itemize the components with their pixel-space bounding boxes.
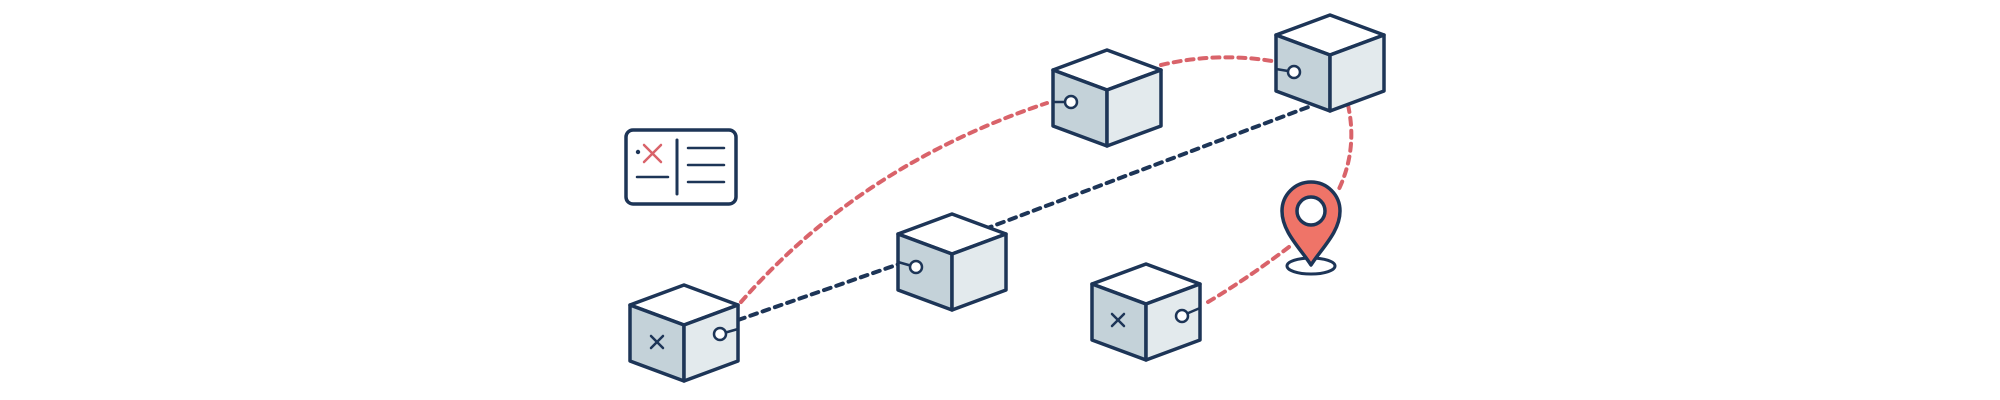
shipping-label-icon: [624, 128, 738, 206]
route-lines: [736, 55, 1354, 322]
route-far-right-pin: [1336, 103, 1354, 193]
package-node-destination[interactable]: [1090, 262, 1202, 362]
package-node-hub[interactable]: [896, 212, 1008, 312]
route-hub-far-right: [983, 104, 1313, 231]
route-mid-upper-far-right: [1159, 55, 1274, 67]
route-origin-mid-upper: [739, 101, 1049, 304]
package-node-origin[interactable]: [628, 283, 740, 383]
location-pin[interactable]: [1280, 180, 1342, 276]
package-node-far-right[interactable]: [1274, 13, 1386, 113]
route-origin-hub: [736, 261, 904, 322]
route-pin-destination: [1206, 245, 1291, 304]
package-node-mid-upper[interactable]: [1051, 48, 1163, 148]
package-box-icon: [1274, 13, 1386, 113]
